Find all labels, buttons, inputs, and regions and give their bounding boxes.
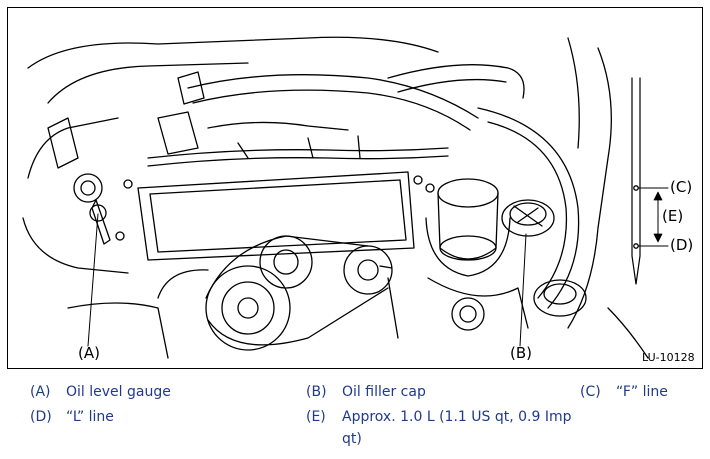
legend-key-d: (D): [30, 409, 52, 425]
callout-b: (B): [510, 344, 532, 362]
callout-a: (A): [78, 344, 100, 362]
legend-key-a: (A): [30, 384, 51, 400]
legend-text-e: Approx. 1.0 L (1.1 US qt, 0.9 Imp qt): [342, 409, 572, 447]
figure-id: LU-10128: [642, 351, 695, 364]
legend-text-b: Oil filler cap: [342, 384, 426, 400]
legend-key-e: (E): [306, 409, 326, 425]
legend-text-a: Oil level gauge: [66, 384, 171, 400]
engine-bay-illustration: (A) (B) (C) (E) (D) LU-10128: [7, 7, 703, 369]
legend-key-b: (B): [306, 384, 327, 400]
legend-text-d: “L” line: [66, 409, 114, 425]
engine-line-drawing: [22, 36, 669, 359]
callout-d: (D): [670, 236, 694, 254]
callout-e: (E): [662, 207, 684, 225]
callout-c: (C): [670, 178, 693, 196]
legend-text-c: “F” line: [616, 384, 668, 400]
legend-key-c: (C): [580, 384, 601, 400]
